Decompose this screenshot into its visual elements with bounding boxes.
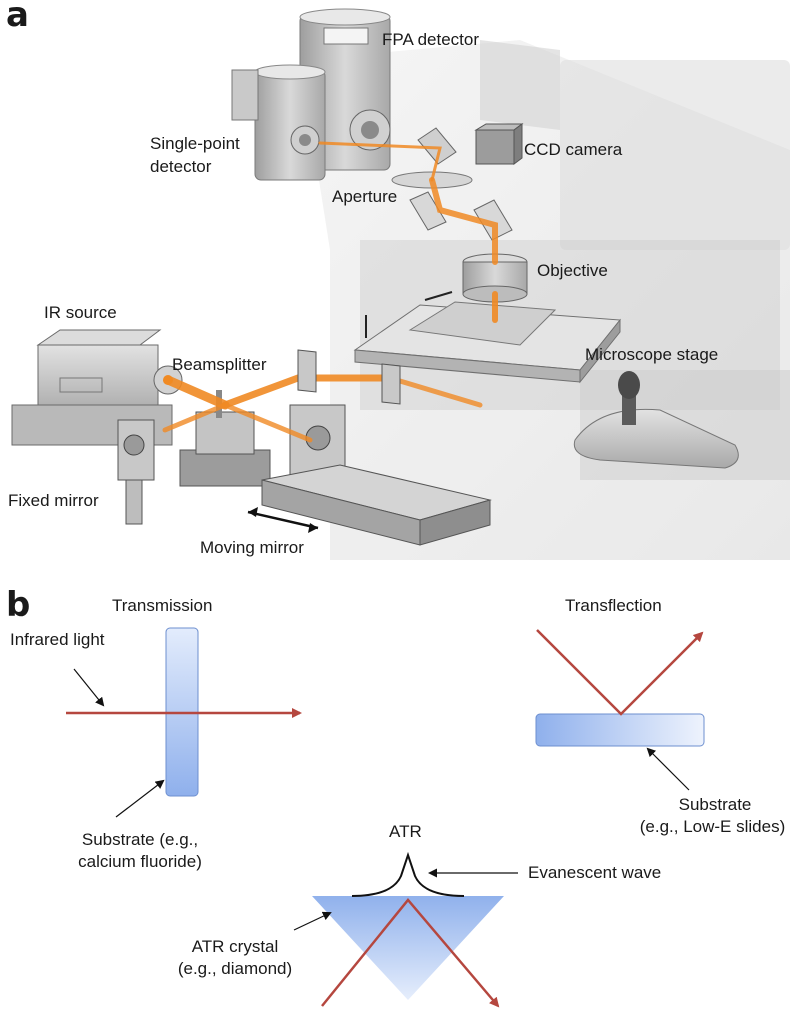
- ccd-camera-label: CCD camera: [524, 140, 623, 159]
- atr-crystal: [312, 896, 504, 1000]
- fixed-mirror-label: Fixed mirror: [8, 491, 99, 510]
- microscope-stage-label: Microscope stage: [585, 345, 719, 364]
- transflection-substrate-label-2: (e.g., Low-E slides): [639, 817, 786, 836]
- fixed-mirror-mount: [117, 419, 155, 525]
- ir-source-label: IR source: [44, 303, 117, 322]
- panel-b-letter: b: [6, 585, 31, 625]
- panel-a-illustration: [11, 8, 790, 560]
- stage-x-arrow: [424, 291, 453, 301]
- infrared-light-pointer: [73, 668, 105, 707]
- atr-crystal-pointer: [293, 911, 332, 931]
- transmission-substrate-pointer: [115, 779, 165, 818]
- transflection-substrate: [535, 713, 705, 747]
- atr-crystal-label-2: (e.g., diamond): [177, 959, 293, 978]
- infrared-light-label: Infrared light: [10, 630, 105, 649]
- monitor-ghost: [560, 60, 790, 250]
- fpa-detector-label: FPA detector: [382, 30, 480, 49]
- atr-title: ATR: [389, 822, 422, 841]
- eyepiece-ghost: [480, 40, 560, 130]
- transflection-title: Transflection: [565, 596, 662, 615]
- transflection-substrate-label-1: Substrate: [678, 795, 752, 814]
- atr-ray: [321, 898, 500, 1008]
- beam-mirrors: [297, 349, 401, 405]
- moving-mirror-stage: [247, 404, 492, 546]
- single-point-detector-label-2: detector: [150, 157, 212, 176]
- transmission-substrate-label-1: Substrate (e.g.,: [81, 830, 199, 849]
- transmission-title: Transmission: [112, 596, 213, 615]
- atr-crystal-label-1: ATR crystal: [191, 937, 279, 956]
- microscope-stage: [353, 291, 621, 384]
- top-mirrors: [409, 127, 513, 241]
- transflection-ray: [536, 629, 704, 716]
- transmission-substrate-label-2: calcium fluoride): [78, 852, 202, 871]
- moving-mirror-arrow: [247, 510, 319, 530]
- panel-a-letter: a: [6, 0, 29, 35]
- beamsplitter-label: Beamsplitter: [172, 355, 267, 374]
- evanescent-wave-label: Evanescent wave: [528, 863, 662, 882]
- joystick-controller: [573, 371, 739, 469]
- single-point-detector: [231, 64, 326, 181]
- moving-mirror-label: Moving mirror: [200, 538, 304, 557]
- aperture-label: Aperture: [332, 187, 398, 206]
- single-point-detector-label-1: Single-point: [150, 134, 240, 153]
- evanescent-wave: [351, 851, 465, 897]
- transflection-substrate-pointer: [646, 747, 690, 791]
- objective-label: Objective: [537, 261, 608, 280]
- ccd-camera: [474, 123, 524, 165]
